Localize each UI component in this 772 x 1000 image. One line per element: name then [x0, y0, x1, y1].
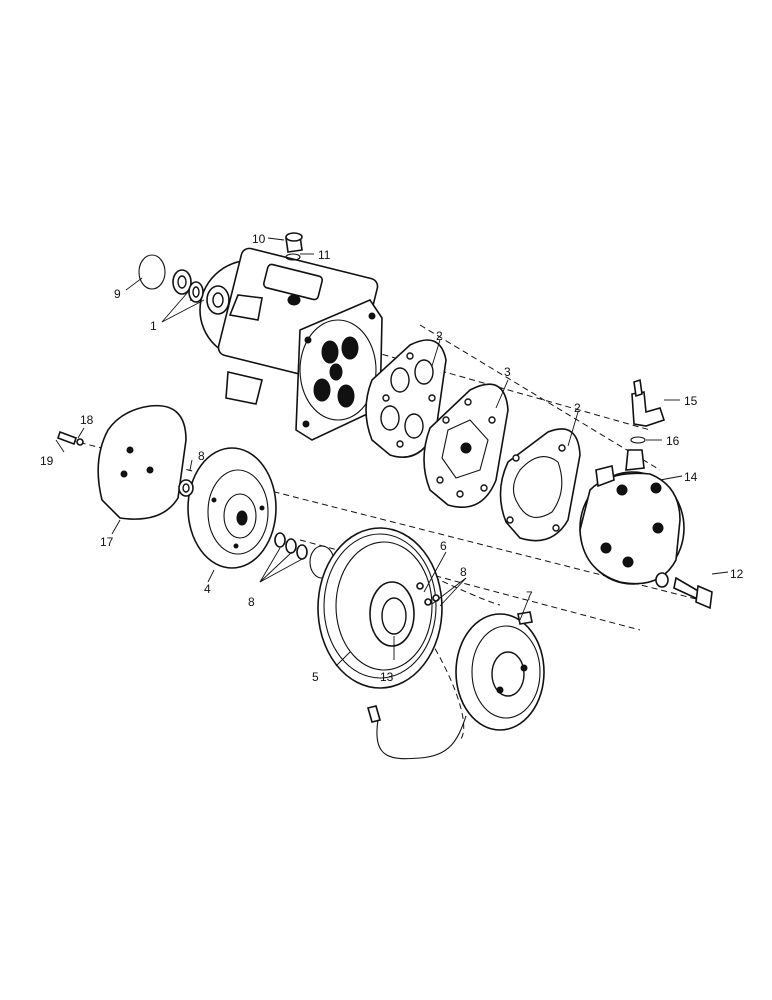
clutch-hub: [187, 447, 277, 569]
callout-19: 19: [40, 454, 54, 468]
valve-plate: [423, 383, 509, 509]
leader-lines: [55, 237, 729, 667]
hub-nut: [178, 479, 194, 497]
valve-seal-ring: [630, 436, 646, 444]
shaft-seal-parts: [172, 269, 204, 303]
callout-18: 18: [80, 413, 94, 427]
callout-6: 6: [440, 539, 447, 553]
front-cover-plate: [97, 404, 187, 520]
callout-12: 12: [730, 567, 744, 581]
callout-8-shims: 8: [248, 595, 255, 609]
service-valve: [631, 378, 666, 427]
cylinder-head: [579, 449, 685, 585]
callout-1: 1: [150, 319, 157, 333]
callout-labels: 1 2 2 3 4 5 6 7 8 8 8 9 10 11 12 13 14 1…: [40, 232, 744, 684]
compressor-body: [199, 247, 383, 441]
head-bolt: [655, 572, 713, 610]
callout-16: 16: [666, 434, 680, 448]
callout-7: 7: [526, 589, 533, 603]
callout-10: 10: [252, 232, 266, 246]
callout-2-upper: 2: [436, 329, 443, 343]
callout-9: 9: [114, 287, 121, 301]
field-coil: [455, 611, 545, 731]
callout-17: 17: [100, 535, 114, 549]
coil-lead-wire: [367, 705, 467, 760]
callout-8-hub: 8: [198, 449, 205, 463]
callout-11: 11: [318, 248, 331, 262]
o-ring-11: [285, 253, 301, 261]
pulley: [317, 527, 443, 689]
gasket-lower: [499, 428, 581, 542]
oil-plug-10: [285, 232, 303, 253]
callout-3: 3: [504, 365, 511, 379]
callout-13: 13: [380, 670, 394, 684]
callout-4: 4: [204, 582, 211, 596]
snap-ring-9: [138, 254, 166, 290]
gasket-upper: [365, 339, 447, 459]
cover-screw: [56, 430, 84, 446]
callout-14: 14: [684, 470, 698, 484]
callout-5: 5: [312, 670, 319, 684]
callout-8-pulley: 8: [460, 565, 467, 579]
callout-15: 15: [684, 394, 698, 408]
callout-2-lower: 2: [574, 401, 581, 415]
